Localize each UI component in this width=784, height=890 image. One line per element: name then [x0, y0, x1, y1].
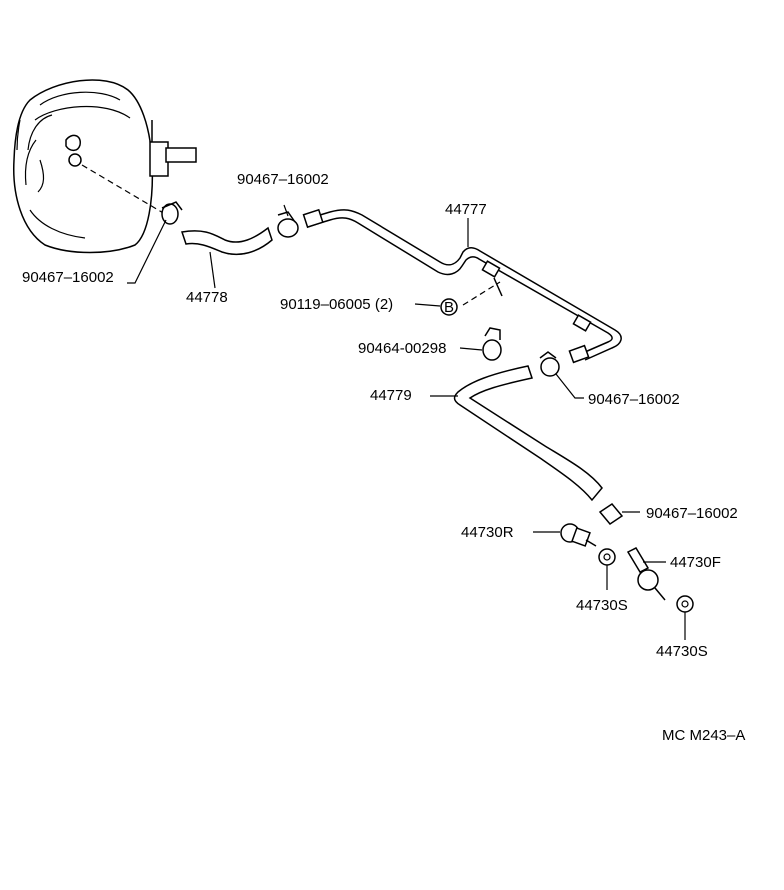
pipe-clip-lower	[572, 314, 592, 332]
gasket-left	[598, 548, 616, 566]
gasket-right	[676, 595, 694, 613]
hose-44779	[453, 365, 603, 502]
label-check-valve-r: 44730R	[461, 524, 514, 541]
diagram-code: MC M243–A	[662, 727, 745, 744]
check-valve-44730r	[560, 523, 597, 547]
label-clamp-booster: 90467–16002	[22, 269, 114, 286]
label-clamp-mid: 90467–16002	[588, 391, 680, 408]
label-gasket-left: 44730S	[576, 597, 628, 614]
pipe-clip-upper	[481, 260, 503, 297]
label-check-valve-f: 44730F	[670, 554, 721, 571]
booster-clamp	[161, 201, 183, 225]
check-valve-44730f	[626, 547, 666, 601]
clip-marker-circle	[440, 298, 458, 316]
pipe-clamp-top	[277, 211, 299, 238]
label-clip-screw: 90119–06005 (2)	[280, 296, 393, 313]
clip-marker: B	[444, 299, 454, 316]
hose-clamp-lower	[598, 503, 624, 525]
label-pipe-44777: 44777	[445, 201, 487, 218]
label-gasket-right: 44730S	[656, 643, 708, 660]
label-hose-44779: 44779	[370, 387, 412, 404]
label-clamp-90464: 90464-00298	[358, 340, 446, 357]
vacuum-pipe-44777	[302, 208, 622, 364]
hose-clamp-90464	[482, 327, 502, 361]
label-clamp-top: 90467–16002	[237, 171, 329, 188]
hose-44778	[181, 226, 273, 256]
label-clamp-lower: 90467–16002	[646, 505, 738, 522]
label-hose-44778: 44778	[186, 289, 228, 306]
brake-booster	[13, 79, 197, 254]
hose-clamp-mid	[539, 351, 560, 377]
